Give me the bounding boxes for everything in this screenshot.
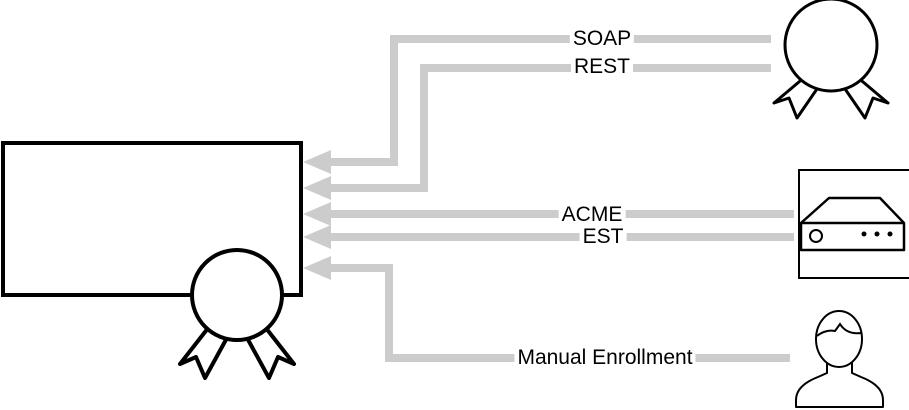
award-ribbon-icon bbox=[772, 0, 890, 120]
soap-line bbox=[326, 35, 771, 166]
connector-soap bbox=[303, 35, 771, 174]
arrowhead-icon bbox=[303, 225, 331, 249]
label-soap: SOAP bbox=[569, 25, 635, 53]
arrowhead-icon bbox=[303, 150, 331, 174]
certificate-box-node bbox=[1, 141, 303, 380]
arrowhead-icon bbox=[303, 256, 331, 280]
label-acme: ACME bbox=[558, 201, 626, 229]
label-rest: REST bbox=[570, 53, 634, 81]
connector-acme bbox=[303, 202, 794, 226]
server-led bbox=[874, 231, 880, 237]
ribbon-circle bbox=[190, 248, 284, 342]
person-icon bbox=[795, 310, 884, 408]
award-ribbon-badge-icon bbox=[178, 248, 296, 380]
label-manual-enrollment: Manual Enrollment bbox=[514, 344, 696, 372]
connector-est bbox=[303, 225, 794, 249]
server-led bbox=[861, 231, 867, 237]
arrowhead-icon bbox=[303, 176, 331, 200]
arrowhead-icon bbox=[303, 202, 331, 226]
connector-manual-enrollment bbox=[303, 256, 790, 362]
server-appliance-icon bbox=[798, 169, 909, 279]
connector-rest bbox=[303, 64, 771, 200]
person-hair bbox=[816, 322, 862, 337]
ribbon-circle bbox=[783, 0, 879, 93]
person-head bbox=[815, 310, 863, 368]
server-port bbox=[809, 229, 823, 243]
label-est: EST bbox=[579, 223, 627, 251]
server-led bbox=[887, 231, 893, 237]
